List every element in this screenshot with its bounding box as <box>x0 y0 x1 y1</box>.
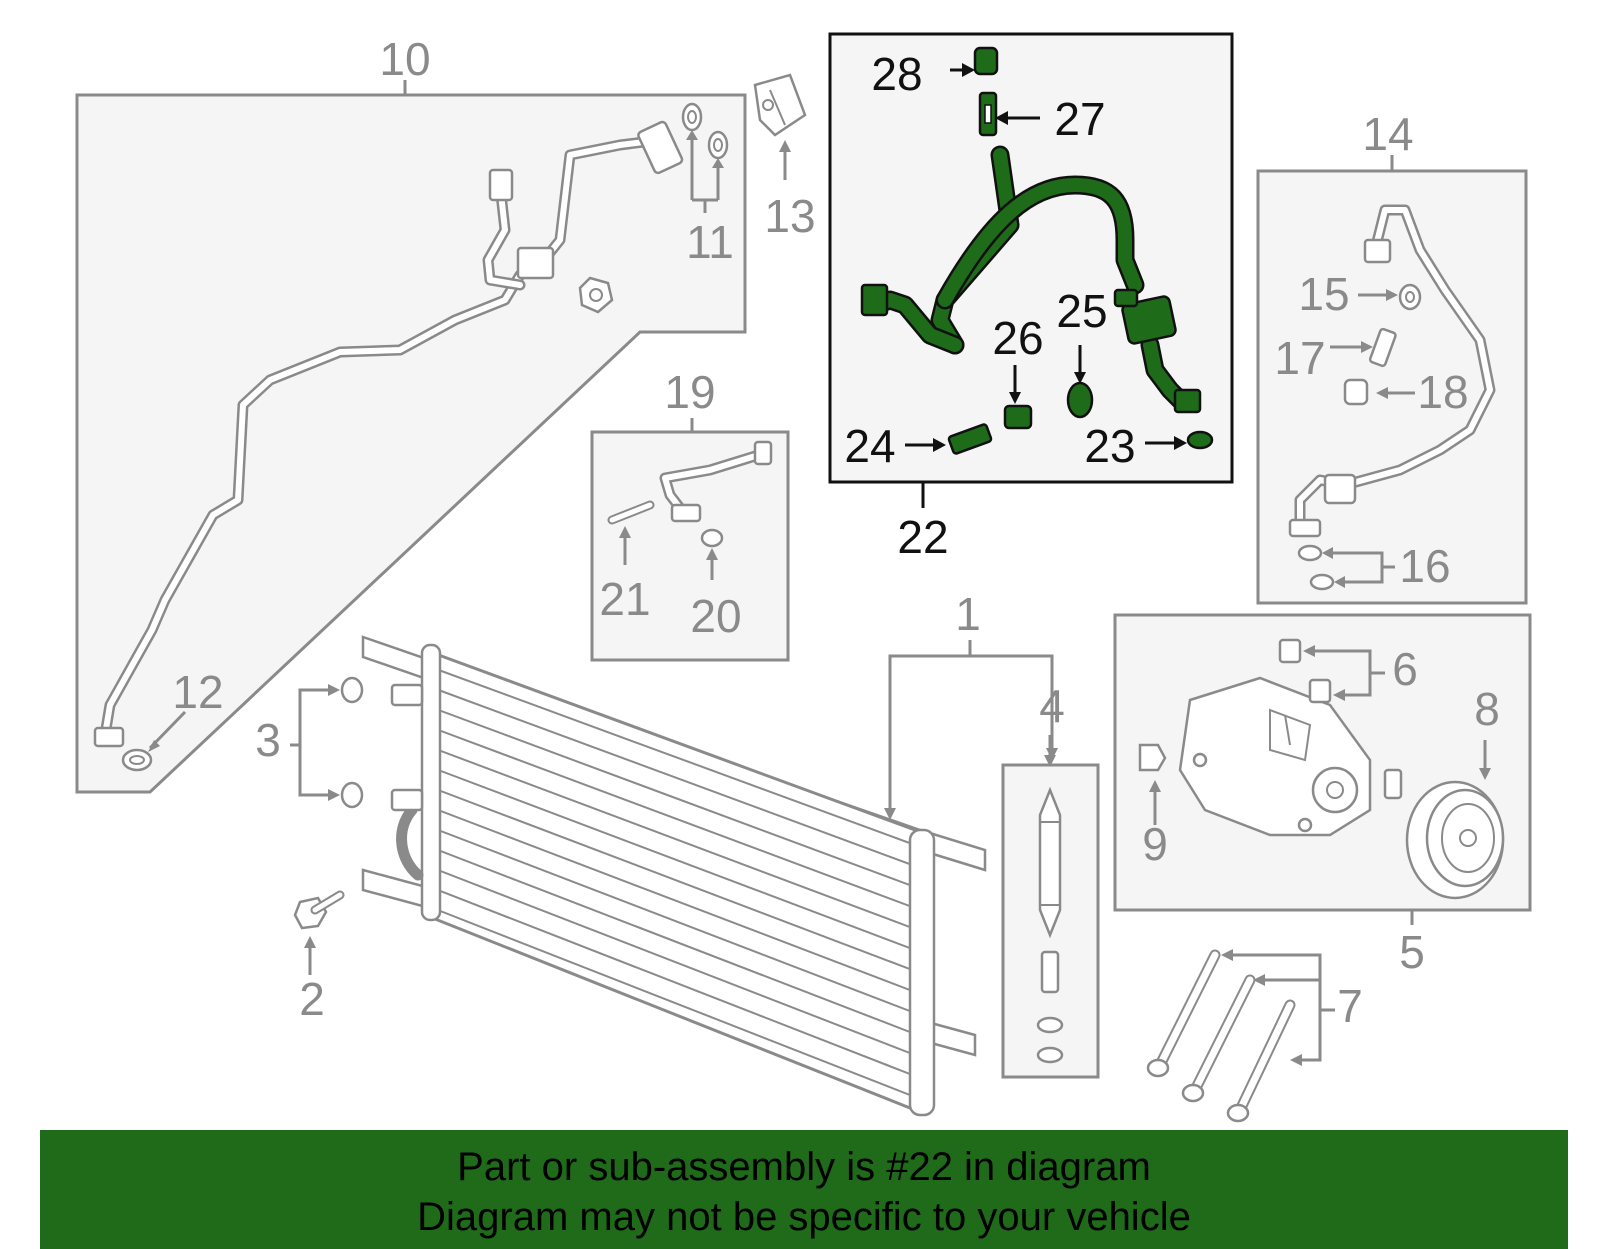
callout-23: 23 <box>1084 420 1135 472</box>
callout-17: 17 <box>1274 332 1325 384</box>
group-19 <box>590 418 790 662</box>
callout-8: 8 <box>1474 683 1500 735</box>
callout-4: 4 <box>1039 680 1065 732</box>
callout-25: 25 <box>1056 285 1107 337</box>
callout-20: 20 <box>690 590 741 642</box>
callout-24: 24 <box>844 420 895 472</box>
callout-21: 21 <box>599 573 650 625</box>
callout-11: 11 <box>686 216 734 268</box>
callout-3: 3 <box>255 714 281 766</box>
condenser <box>361 635 987 1117</box>
group-4 <box>1001 735 1100 1079</box>
callout-2: 2 <box>299 973 325 1025</box>
callout-3-bracket <box>290 676 364 809</box>
callout-14: 14 <box>1362 108 1413 160</box>
banner-line-2: Diagram may not be specific to your vehi… <box>417 1195 1191 1239</box>
group-22 <box>828 32 1234 508</box>
callout-26: 26 <box>992 312 1043 364</box>
part-7-bolts <box>1146 949 1335 1123</box>
callout-28: 28 <box>871 48 922 100</box>
callout-7: 7 <box>1337 980 1363 1032</box>
info-banner: Part or sub-assembly is #22 in diagram D… <box>40 1130 1568 1249</box>
callout-13: 13 <box>764 190 815 242</box>
callout-labels: 1 2 3 4 5 6 7 8 9 10 11 12 13 14 15 16 1… <box>172 33 1499 1032</box>
callout-18: 18 <box>1417 366 1468 418</box>
part-2-bolt <box>293 890 345 975</box>
callout-10: 10 <box>379 33 430 85</box>
group-5 <box>1113 613 1532 925</box>
callout-22: 22 <box>897 511 948 563</box>
callout-12: 12 <box>172 666 223 718</box>
callout-16: 16 <box>1399 540 1450 592</box>
part-13-block <box>753 73 807 180</box>
callout-19: 19 <box>664 366 715 418</box>
banner-line-1: Part or sub-assembly is #22 in diagram <box>457 1145 1151 1189</box>
callout-6: 6 <box>1392 643 1418 695</box>
group-14 <box>1256 155 1528 605</box>
callout-1: 1 <box>955 588 981 640</box>
callout-27: 27 <box>1054 93 1105 145</box>
callout-15: 15 <box>1298 268 1349 320</box>
callout-5: 5 <box>1399 926 1425 978</box>
callout-9: 9 <box>1142 818 1168 870</box>
group-10 <box>75 80 747 794</box>
